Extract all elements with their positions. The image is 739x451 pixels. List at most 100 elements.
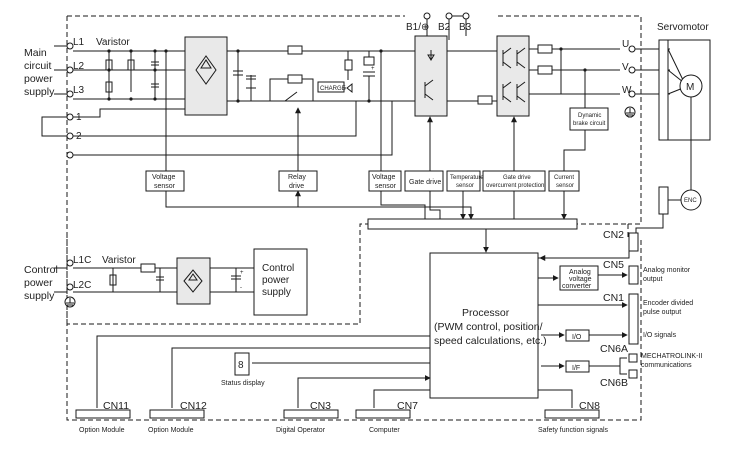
cn12-connector xyxy=(149,409,205,419)
regenerative-transistor xyxy=(414,35,448,117)
safety-function-label: Safety function signals xyxy=(538,427,609,434)
voltage-sensor-2: Voltage sensor xyxy=(368,170,402,192)
mechatrolink-label: MECHATROLINK-II xyxy=(641,353,702,360)
inrush-resistor xyxy=(287,74,303,84)
temperature-sensor: Temperature sensor xyxy=(446,170,484,192)
cn6b-label: CN6B xyxy=(600,377,628,389)
terminal-b1: B1/⊕ xyxy=(406,22,429,33)
svg-text:L3: L3 xyxy=(73,85,85,96)
control-ground-icon xyxy=(64,296,76,308)
cn5-connector xyxy=(628,265,639,285)
servomotor-cable xyxy=(658,39,669,141)
svg-text:supply: supply xyxy=(24,290,55,302)
cn5-label: CN5 xyxy=(603,259,624,271)
terminal-v: V xyxy=(622,62,629,73)
cn1-connector xyxy=(628,293,639,345)
svg-text:drive: drive xyxy=(289,183,304,190)
control-power-supply-block: Control power supply xyxy=(253,248,308,316)
svg-text:Gate drive: Gate drive xyxy=(409,179,441,186)
option-module-2-label: Option Module xyxy=(148,427,194,434)
svg-text:overcurrent protection: overcurrent protection xyxy=(486,183,544,189)
svg-text:Main: Main xyxy=(24,47,47,59)
svg-text:ENC: ENC xyxy=(684,198,697,204)
servomotor-label: Servomotor xyxy=(657,22,709,33)
cn11-label: CN11 xyxy=(103,400,129,412)
cn8-connector xyxy=(544,409,600,419)
gate-drive: Gate drive xyxy=(404,170,444,192)
processor-block: Processor (PWM control, position/ speed … xyxy=(429,252,547,399)
svg-text:sensor: sensor xyxy=(375,183,397,190)
svg-text:Control: Control xyxy=(24,264,58,276)
main-rectifier-bridge xyxy=(184,36,228,116)
svg-text:communications: communications xyxy=(641,362,692,369)
relay-contact xyxy=(284,91,313,102)
cn7-connector xyxy=(355,409,411,419)
svg-text:sensor: sensor xyxy=(154,183,176,190)
svg-text:(PWM control, position/: (PWM control, position/ xyxy=(434,321,543,333)
terminal-l1c: L1C xyxy=(66,255,91,267)
status-display-label: Status display xyxy=(221,380,265,387)
svg-text:CHARGE: CHARGE xyxy=(320,86,346,92)
cn6a-label: CN6A xyxy=(600,343,628,355)
svg-text:Voltage: Voltage xyxy=(152,174,175,181)
analog-monitor-label: Analog monitor xyxy=(643,267,691,274)
motor-symbol: M xyxy=(679,74,703,98)
svg-text:+: + xyxy=(371,66,375,72)
charge-indicator xyxy=(317,81,345,93)
svg-text:Control: Control xyxy=(262,263,294,274)
bus-resistor xyxy=(287,45,303,55)
svg-text:L2: L2 xyxy=(73,61,85,72)
svg-text:Relay: Relay xyxy=(288,174,306,181)
computer-label: Computer xyxy=(369,427,400,434)
encoder-divided-label: Encoder divided xyxy=(643,300,693,307)
svg-text:power: power xyxy=(24,73,53,85)
svg-text:L1: L1 xyxy=(73,37,85,48)
svg-text:supply: supply xyxy=(24,86,55,98)
svg-text:I/F: I/F xyxy=(572,365,580,372)
terminal-l1: L1 xyxy=(66,37,85,50)
svg-text:circuit: circuit xyxy=(24,60,52,72)
svg-text:Analog: Analog xyxy=(569,269,591,276)
svg-text:L2C: L2C xyxy=(73,280,91,291)
control-fuse xyxy=(140,263,156,273)
svg-text:I/O: I/O xyxy=(572,334,582,341)
svg-text:Dynamic: Dynamic xyxy=(578,113,601,119)
svg-text:Voltage: Voltage xyxy=(372,174,395,181)
cn3-label: CN3 xyxy=(310,400,331,412)
status-display: 8 xyxy=(234,352,250,376)
svg-text:8: 8 xyxy=(238,360,244,371)
cn7-label: CN7 xyxy=(397,400,418,412)
svg-text:power: power xyxy=(24,277,53,289)
varistor-main-label: Varistor xyxy=(96,37,130,48)
svg-text:pulse output: pulse output xyxy=(643,309,681,316)
voltage-sensor-1: Voltage sensor xyxy=(145,170,185,192)
terminal-b2: B2 xyxy=(438,22,451,33)
relay-drive: Relay drive xyxy=(278,170,318,192)
terminal-b3: B3 xyxy=(459,22,472,33)
cn8-label: CN8 xyxy=(579,400,600,412)
terminal-l3: L3 xyxy=(66,85,85,98)
main-circuit-power-supply-label: Main circuit power supply xyxy=(24,47,55,98)
if-block: I/F xyxy=(565,360,590,373)
cn12-label: CN12 xyxy=(180,400,207,412)
svg-text:L1C: L1C xyxy=(73,255,91,266)
svg-text:sensor: sensor xyxy=(456,183,474,189)
svg-text:power: power xyxy=(262,275,290,286)
encoder-symbol: ENC xyxy=(680,189,702,211)
terminal-l2c: L2C xyxy=(66,280,91,291)
cn2-connector xyxy=(628,232,639,252)
analog-voltage-converter: Analog voltage converter xyxy=(559,265,599,291)
svg-text:brake circuit: brake circuit xyxy=(573,121,606,127)
varistor-control-label: Varistor xyxy=(102,255,136,266)
control-power-supply-label: Control power supply xyxy=(24,264,58,302)
control-rectifier-bridge xyxy=(176,257,211,305)
gate-drive-overcurrent-protection: Gate drive overcurrent protection xyxy=(482,170,546,192)
svg-text:Processor: Processor xyxy=(462,307,510,319)
svg-text:output: output xyxy=(643,276,663,283)
svg-text:supply: supply xyxy=(262,287,291,298)
cn6b-connector xyxy=(628,369,638,379)
cn11-connector xyxy=(75,409,131,419)
cn6a-connector xyxy=(628,353,638,363)
svg-text:voltage: voltage xyxy=(569,276,592,283)
